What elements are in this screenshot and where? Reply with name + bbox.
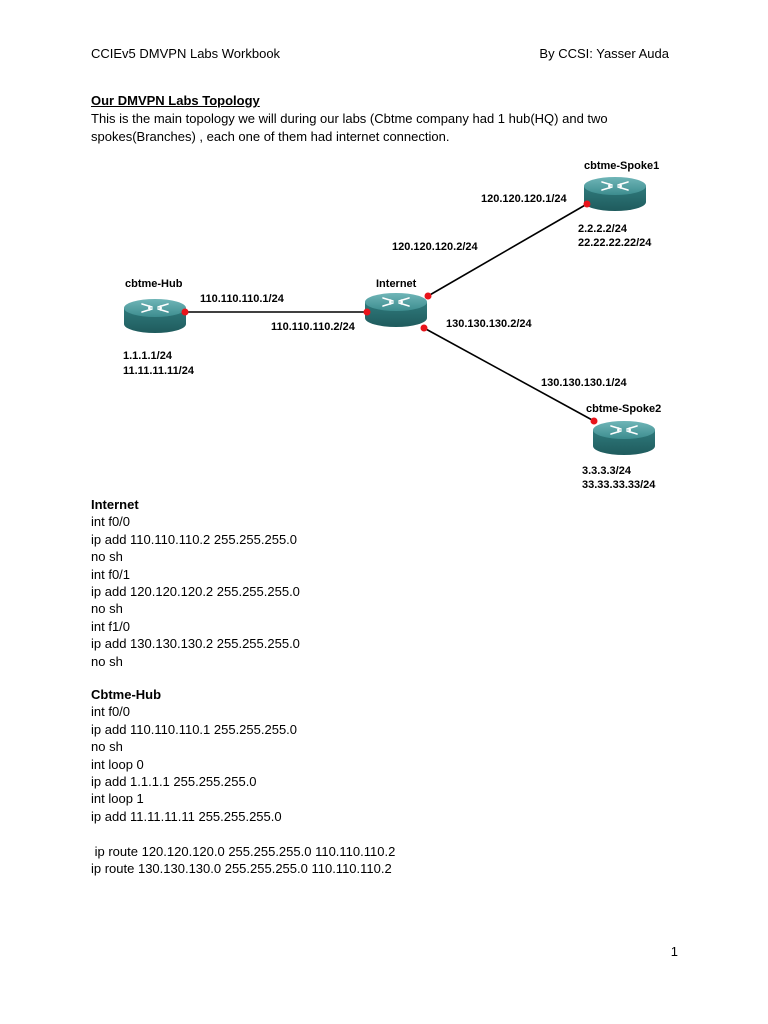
link-internet-spoke2 [423, 327, 595, 422]
port-markers [181, 200, 598, 425]
internet-config-block: Internet int f0/0 ip add 110.110.110.2 2… [91, 496, 300, 670]
config-line: ip add 130.130.130.2 255.255.255.0 [91, 636, 300, 652]
config-line: int loop 0 [91, 756, 144, 772]
hub-loopback-2: 11.11.11.11/24 [123, 365, 195, 377]
spoke1-link-ip: 120.120.120.1/24 [481, 193, 568, 205]
hub-config-block: Cbtme-Hub int f0/0 ip add 110.110.110.1 … [91, 686, 297, 825]
spoke2-loopback-2: 33.33.33.33/24 [582, 479, 656, 491]
hub-link-ip: 110.110.110.1/24 [200, 293, 285, 305]
config-line: ip add 110.110.110.2 255.255.255.0 [91, 531, 298, 547]
route-line: ip route 130.130.130.0 255.255.255.0 110… [91, 861, 392, 877]
route-line: ip route 120.120.120.0 255.255.255.0 110… [91, 844, 396, 859]
internet-spoke2-port-icon [420, 324, 428, 332]
config-line: ip add 11.11.11.11 255.255.255.0 [91, 808, 282, 824]
internet-config-heading: Internet [91, 497, 139, 512]
internet-name: Internet [376, 278, 417, 290]
config-line: int f0/0 [91, 704, 131, 720]
spoke2-link-ip: 130.130.130.1/24 [541, 377, 628, 389]
internet-spoke1-ip: 120.120.120.2/24 [392, 241, 479, 253]
intro-paragraph: This is the main topology we will during… [91, 111, 608, 144]
spoke2-loopback-1: 3.3.3.3/24 [582, 465, 632, 477]
config-line: no sh [91, 601, 123, 617]
spoke2-port-icon [590, 417, 598, 425]
config-line: int f0/1 [91, 566, 131, 582]
internet-hub-port-icon [363, 308, 371, 316]
internet-spoke2-ip: 130.130.130.2/24 [446, 318, 533, 330]
hub-config-heading: Cbtme-Hub [91, 687, 162, 702]
config-line: ip add 110.110.110.1 255.255.255.0 [91, 721, 298, 737]
spoke1-router-icon [583, 176, 647, 212]
spoke1-loopback-1: 2.2.2.2/24 [578, 223, 628, 235]
internet-hub-ip: 110.110.110.2/24 [271, 321, 356, 333]
header-author: By CCSI: Yasser Auda [539, 46, 669, 61]
config-line: ip add 120.120.120.2 255.255.255.0 [91, 584, 300, 600]
spoke1-loopback-2: 22.22.22.22/24 [578, 237, 652, 249]
config-line: no sh [91, 549, 123, 565]
internet-router-icon [364, 292, 428, 328]
spoke1-name: cbtme-Spoke1 [584, 160, 659, 172]
config-line: int f1/0 [91, 618, 131, 634]
route-config-block: ip route 120.120.120.0 255.255.255.0 110… [91, 843, 395, 878]
config-line: int loop 1 [91, 791, 144, 807]
hub-router-icon [123, 298, 187, 334]
config-line: int f0/0 [91, 514, 131, 530]
spoke2-name: cbtme-Spoke2 [586, 403, 661, 415]
spoke2-router-icon [592, 420, 656, 456]
page-number: 1 [670, 944, 678, 959]
config-line: no sh [91, 653, 123, 669]
hub-loopback-1: 1.1.1.1/24 [123, 350, 173, 362]
hub-port-icon [181, 308, 189, 316]
config-line: no sh [91, 739, 123, 755]
header-workbook-title: CCIEv5 DMVPN Labs Workbook [91, 46, 281, 61]
config-line: ip add 1.1.1.1 255.255.255.0 [91, 774, 257, 790]
internet-spoke1-port-icon [424, 292, 432, 300]
link-internet-spoke1 [427, 203, 588, 297]
topology-diagram: cbtme-Hub 110.110.110.1/24 1.1.1.1/24 11… [123, 160, 661, 491]
hub-name: cbtme-Hub [125, 278, 183, 290]
section-title: Our DMVPN Labs Topology [91, 93, 260, 108]
spoke1-port-icon [583, 200, 591, 208]
